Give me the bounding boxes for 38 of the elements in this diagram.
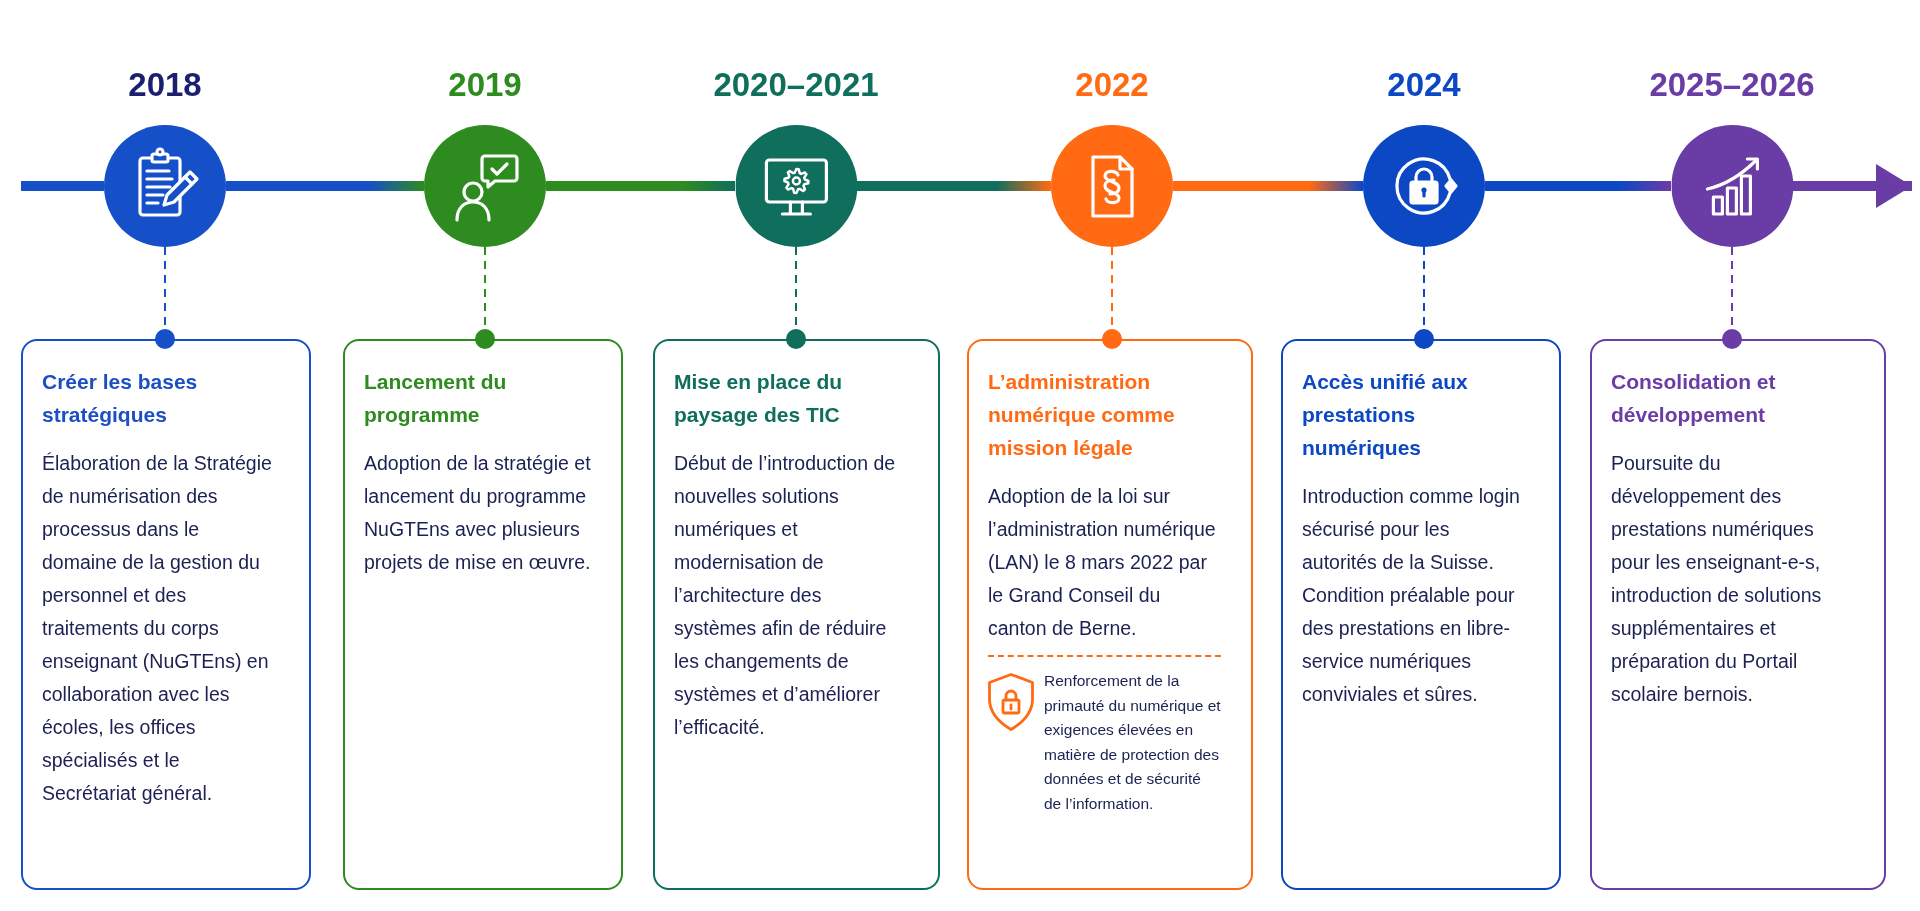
dashed-leader-line [155,246,175,349]
timeline-line [857,181,1051,191]
dashed-leader-line [475,246,495,349]
card-heading: Lancement du programme [364,369,508,428]
card-heading: Créer les bases stratégiques [42,369,199,428]
card-heading: Accès unifié aux prestations numériques [1302,369,1469,461]
milestone-card [1281,339,1561,890]
dashed-leader-line [1102,246,1122,349]
card-heading: Mise en place du paysage des TIC [674,369,844,428]
card-text: Introduction comme login sécurisé pour les autorités de la Suisse. Condition préalable pour des prestations en libre-service numériques conviviales et sûres. [1302,484,1521,707]
year-label: 2018 [128,66,202,104]
milestone-card [967,339,1253,890]
timeline-line [1173,181,1363,191]
card-text: Début de l’introduction de nouvelles solutions numériques et modernisation de l’architecture des systèmes afin de réduire les changements de systèmes et d’améliorer l’efficacité. [674,451,897,740]
year-label: 2019 [448,66,522,104]
year-label: 2022 [1075,66,1149,104]
card-text: Adoption de la loi sur l’administration numérique (LAN) le 8 mars 2022 par le Grand Conseil du canton de Berne. [988,484,1217,641]
card-heading: Consolidation et développement [1611,369,1777,428]
timeline-line [21,181,104,191]
timeline-line [1485,181,1671,191]
timeline-arrow [1793,164,1912,208]
card-text: Poursuite du développement des prestations numériques pour les enseignant-e-s, introduction de solutions supplémentaires et préparation du Portail scolaire bernois. [1611,451,1823,707]
dashed-leader-line [786,246,806,349]
year-label: 2025–2026 [1649,66,1815,104]
card-heading: L’administration numérique comme mission légale [988,369,1176,461]
note-text: Renforcement de la primauté du numérique et exigences élevées en matière de protection des données et de sécurité de l’information. [1044,671,1221,814]
timeline-line [226,181,424,191]
card-text: Adoption de la stratégie et lancement du programme NuGTEns avec plusieurs projets de mise en œuvre. [364,451,591,575]
timeline-line [546,181,735,191]
milestone-card [343,339,623,890]
dashed-leader-line [1414,246,1434,349]
card-text: Élaboration de la Stratégie de numérisation des processus dans le domaine de la gestion du personnel et des traitements du corps enseignant (NuGTEns) en collaboration avec les écoles, les offices spécialisés et le Secrétariat général. [42,451,273,806]
year-label: 2024 [1387,66,1461,104]
milestone-card [653,339,940,890]
milestone-card [21,339,311,890]
dashed-leader-line [1722,246,1742,349]
year-label: 2020–2021 [713,66,879,104]
milestone-card [1590,339,1886,890]
